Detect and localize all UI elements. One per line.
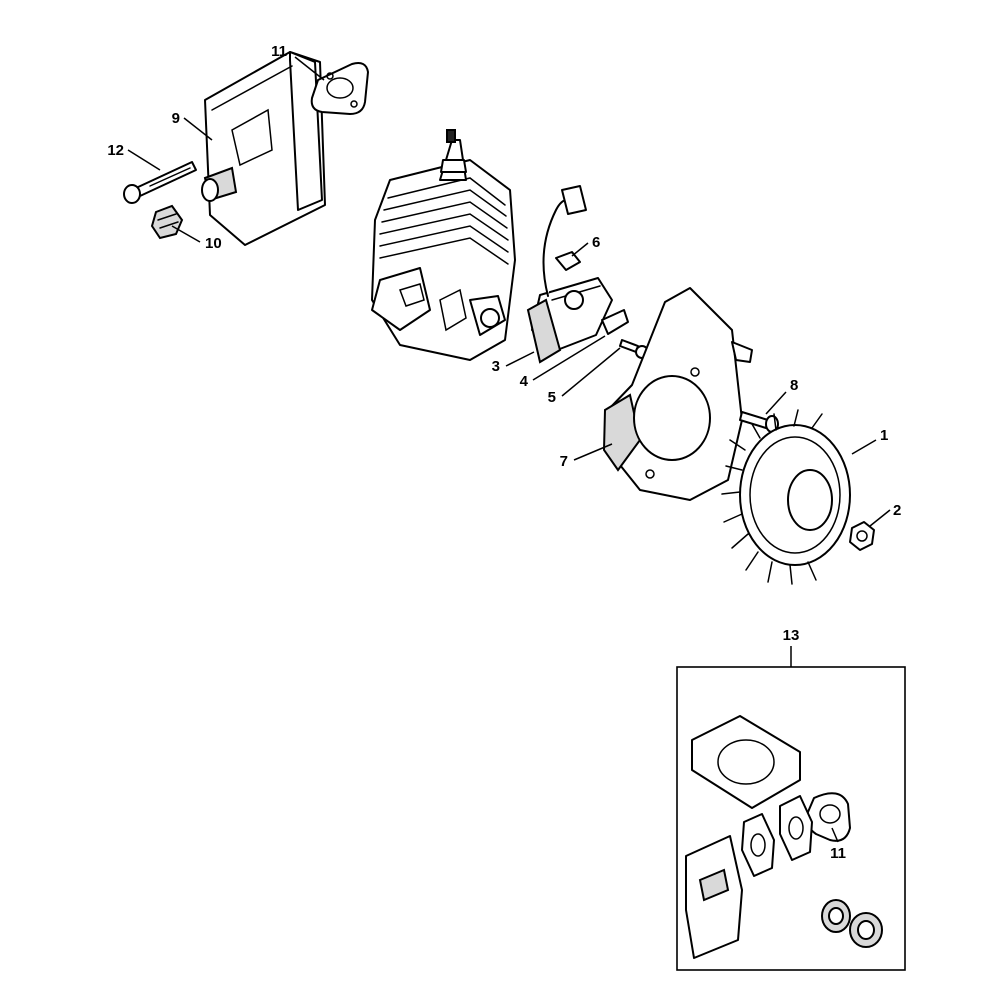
- screw-part-8[interactable]: [739, 411, 779, 433]
- callout-6: 6: [592, 234, 600, 251]
- plate-part-4[interactable]: [601, 309, 629, 335]
- kit-oil-seal-a[interactable]: [821, 899, 851, 933]
- ignition-module-part-3[interactable]: [526, 185, 613, 364]
- fan-housing-part-7[interactable]: [602, 287, 753, 501]
- callout-3: 3: [492, 358, 500, 375]
- engine-cylinder-assembly: [371, 129, 516, 361]
- kit-oil-seal-b[interactable]: [849, 912, 883, 948]
- callout-13: 13: [783, 627, 800, 644]
- kit-heat-shield-plate[interactable]: [685, 835, 743, 959]
- callout-8: 8: [790, 377, 798, 394]
- callout-5: 5: [548, 389, 556, 406]
- callout-1: 1: [880, 427, 888, 444]
- muffler-gasket-part-11[interactable]: [310, 62, 369, 115]
- kit-gasket-11[interactable]: [806, 792, 851, 842]
- callout-12: 12: [107, 142, 124, 159]
- callout-11-kit: 11: [830, 845, 846, 862]
- screw-part-12[interactable]: [123, 161, 197, 204]
- callout-7: 7: [560, 453, 568, 470]
- leader-lines: [127, 56, 891, 843]
- nut-part-2[interactable]: [849, 521, 875, 551]
- callout-10: 10: [205, 235, 222, 252]
- callout-9: 9: [172, 110, 180, 127]
- fitting-part-10[interactable]: [150, 204, 184, 240]
- callout-4: 4: [520, 373, 529, 390]
- flywheel-part-1[interactable]: [721, 409, 851, 585]
- clip-part-6[interactable]: [555, 251, 581, 271]
- kit-intake-gasket-b[interactable]: [741, 813, 775, 877]
- callout-2: 2: [893, 502, 901, 519]
- kit-cylinder-gasket[interactable]: [691, 715, 801, 809]
- kit-intake-gasket-a[interactable]: [779, 795, 813, 861]
- muffler-part-9[interactable]: [201, 51, 326, 246]
- callout-11-top: 11: [271, 43, 287, 60]
